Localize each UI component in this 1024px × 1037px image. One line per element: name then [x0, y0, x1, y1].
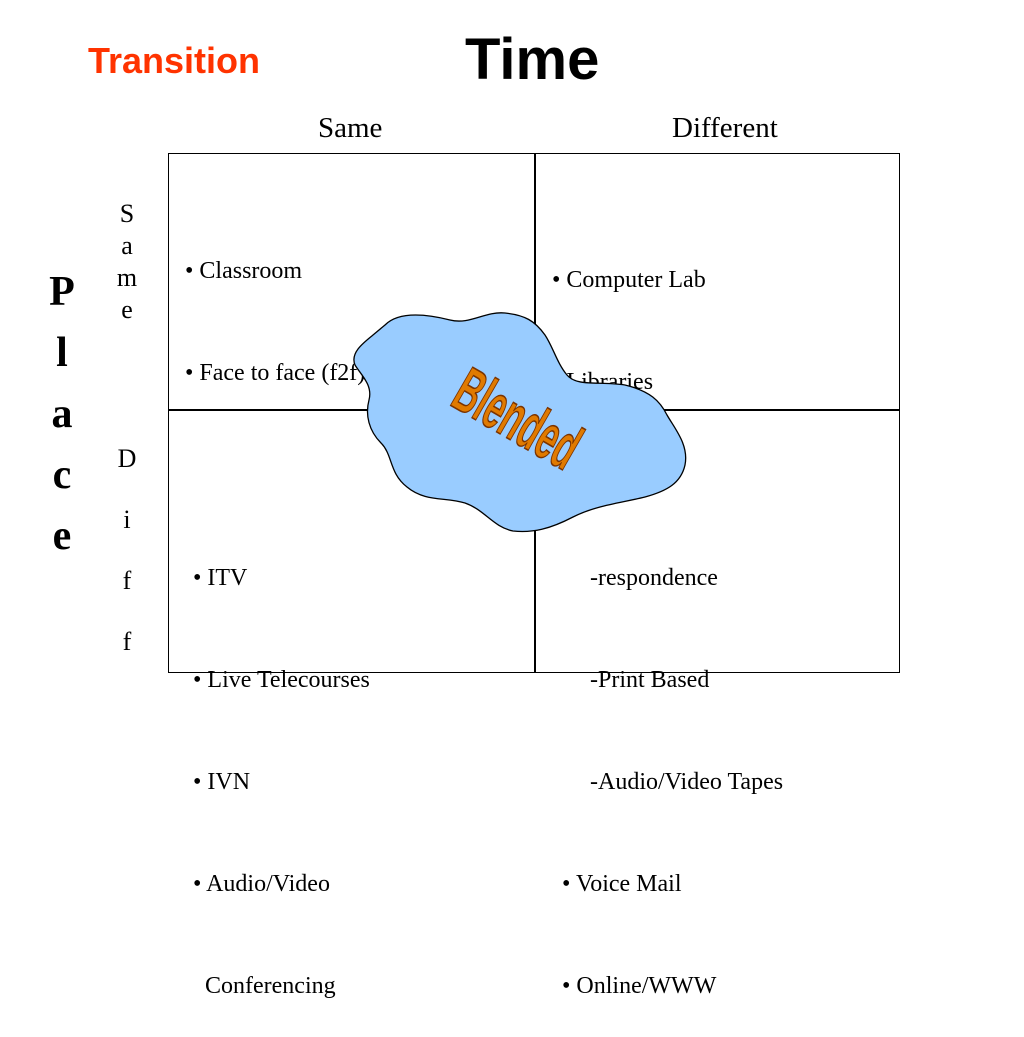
place-letter: c: [52, 452, 72, 498]
cell-different-place-same-time: • ITV • Live Telecourses • IVN • Audio/V…: [193, 493, 370, 1037]
row-letter: f: [122, 566, 132, 595]
row-letter: D: [117, 444, 137, 473]
row-letter: S: [119, 199, 135, 228]
column-header-same: Same: [318, 112, 383, 144]
cell-item: -Print Based: [590, 667, 710, 693]
page-title: Time: [465, 27, 600, 92]
cell-same-place-same-time: • Classroom • Face to face (f2f): [185, 186, 365, 424]
cell-item: • IVN: [193, 769, 251, 795]
place-letter: l: [56, 330, 68, 376]
cell-item: • Computer Lab: [552, 267, 706, 293]
place-letter: a: [51, 391, 73, 437]
cell-item: -Audio/Video Tapes: [590, 769, 784, 795]
cell-item: • Audio/Video: [193, 871, 330, 897]
place-letter: P: [49, 269, 75, 315]
blended-cloud-shape: [353, 312, 687, 533]
cell-item: • Live Telecourses: [193, 667, 370, 693]
row-label-same: S a m e: [114, 198, 140, 326]
row-label-different: D i f f: [114, 428, 140, 672]
cell-different-place-different-time: -respondence -Print Based -Audio/Video T…: [562, 493, 783, 1037]
cell-item: • Face to face (f2f): [185, 360, 366, 386]
row-letter: i: [123, 505, 131, 534]
row-letter: f: [122, 627, 132, 656]
row-letter: a: [121, 231, 133, 260]
place-axis-label: P l a c e: [46, 262, 78, 567]
blended-cloud: Blended: [353, 312, 687, 533]
cell-item: Conferencing: [193, 973, 336, 999]
cell-item: • Online/WWW: [562, 973, 717, 999]
row-letter: m: [116, 263, 138, 292]
transition-label: Transition: [88, 40, 261, 81]
row-letter: e: [121, 295, 133, 324]
column-header-different: Different: [672, 112, 778, 144]
place-letter: e: [52, 513, 72, 559]
cell-item: • Classroom: [185, 258, 303, 284]
cell-item: -respondence: [590, 565, 718, 591]
cell-item: • ITV: [193, 565, 248, 591]
cell-item: • Voice Mail: [562, 871, 682, 897]
